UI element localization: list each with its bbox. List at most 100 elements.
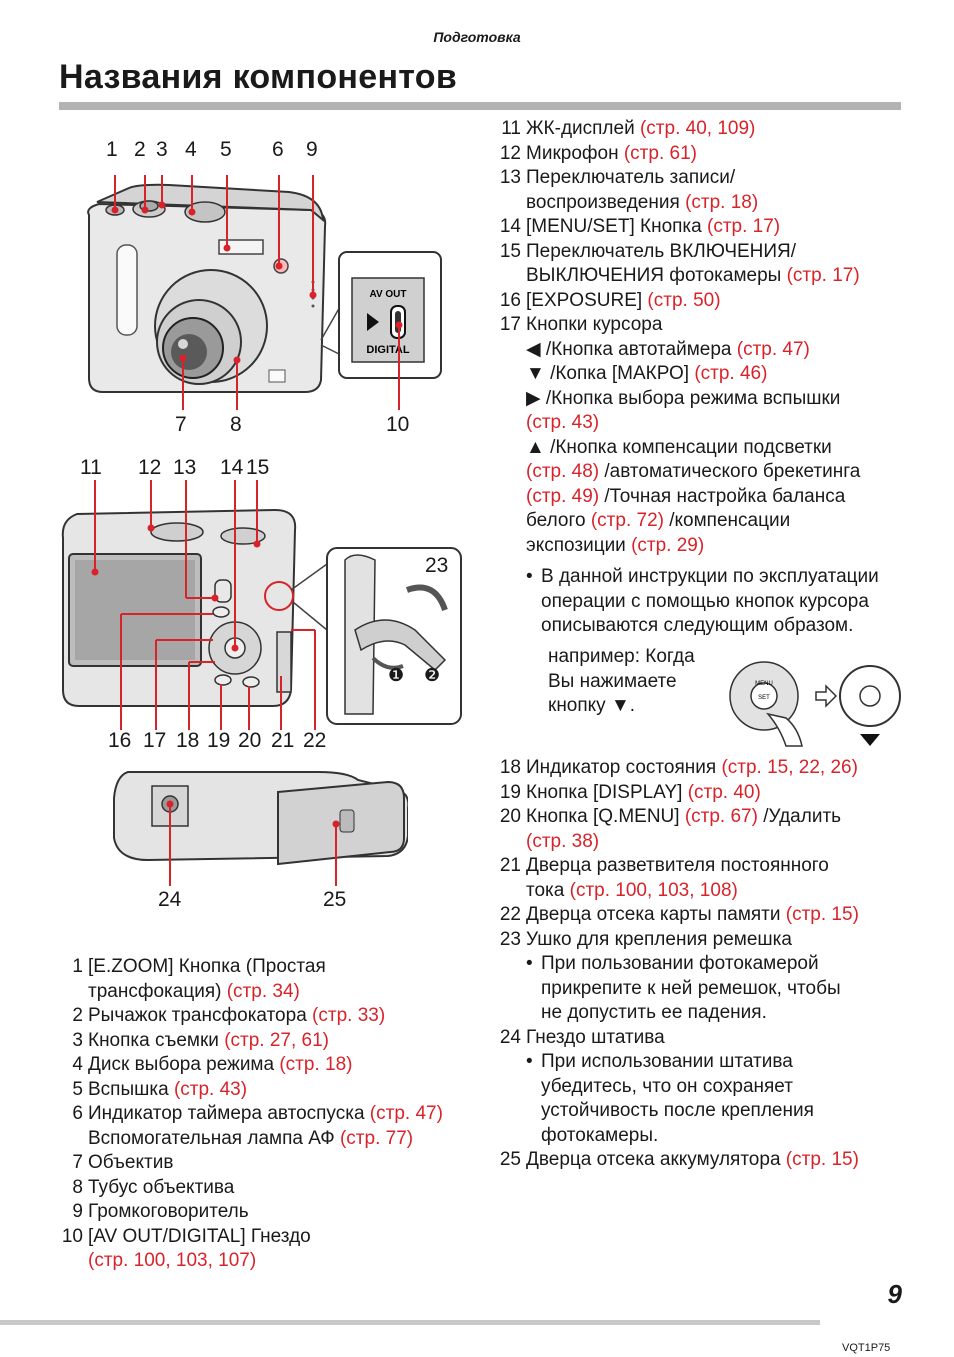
bullet-line: не допустить ее падения. — [497, 1001, 917, 1026]
cursor-note-line-1: В данной инструкции по эксплуатации — [541, 566, 879, 587]
callout-21: 21 — [271, 729, 295, 752]
callout-13: 13 — [173, 456, 197, 479]
bullet-icon: • — [526, 953, 533, 974]
item-number: 18 — [499, 757, 521, 778]
list-item-line: ▼ /Копка [МАКРО] (стр. 46) — [497, 362, 917, 387]
item-number: 8 — [72, 1176, 83, 1198]
finger-icon — [765, 712, 803, 747]
list-item: 14[MENU/SET] Кнопка (стр. 17) — [497, 215, 917, 240]
page-title: Названия компонентов — [59, 58, 458, 96]
page-reference: (стр. 61) — [623, 142, 697, 164]
page-reference: (стр. 46) — [694, 363, 768, 384]
item-text: Вспышка — [88, 1078, 174, 1100]
item-text: /Удалить — [757, 806, 842, 827]
callout-25: 25 — [323, 888, 347, 911]
list-item-line: ВЫКЛЮЧЕНИЯ фотокамеры (стр. 17) — [497, 264, 917, 289]
item-number: 22 — [499, 904, 521, 925]
item-text: Кнопки курсора — [526, 314, 663, 335]
callout-15: 15 — [246, 456, 270, 479]
bullet-text: устойчивость после крепления — [541, 1100, 814, 1121]
cursor-note-line-3: описываются следующим образом. — [541, 615, 854, 636]
item-text: [EXPOSURE] — [526, 289, 648, 311]
pad-set-text: SET — [758, 695, 770, 701]
page-reference: (стр. 43) — [526, 412, 600, 433]
bullet-line: •При использовании штатива — [497, 1050, 917, 1075]
item-text: воспроизведения — [526, 191, 686, 213]
page-reference: (стр. 40) — [687, 781, 761, 803]
list-item-line: ▲ /Кнопка компенсации подсветки — [497, 436, 917, 461]
mode-dial-back — [150, 522, 204, 542]
list-item-line: ◀ /Кнопка автотаймера (стр. 47) — [497, 338, 917, 363]
down-triangle-icon — [860, 734, 880, 746]
callout-20: 20 — [238, 729, 262, 752]
callout-10: 10 — [386, 413, 410, 436]
camera-back-figure — [61, 480, 462, 730]
camera-front-figure: AV OUT DIGITAL — [87, 175, 442, 410]
item-text: Кнопка [DISPLAY] — [526, 781, 688, 803]
callout-24: 24 — [158, 888, 182, 911]
strap-step-1: ❶ — [388, 665, 405, 685]
callout-9: 9 — [306, 138, 318, 161]
arrow-right-icon — [815, 684, 838, 708]
page-reference: (стр. 34) — [226, 980, 300, 1002]
item-text: Индикатор таймера автоспуска — [88, 1103, 370, 1124]
item-number: 7 — [72, 1152, 83, 1173]
item-number: 24 — [499, 1026, 521, 1048]
bullet-text: При пользовании фотокамерой — [541, 953, 819, 974]
bullet-icon: • — [526, 566, 533, 587]
item-text: /автоматического брекетинга — [599, 461, 861, 482]
item-text: ▼ /Копка [МАКРО] — [526, 363, 695, 384]
list-item-line: тока (стр. 100, 103, 108) — [497, 879, 917, 904]
item-text: /компенсации — [663, 510, 791, 531]
item-text: Диск выбора режима — [88, 1054, 280, 1075]
bullet-line: прикрепите к ней ремешок, чтобы — [497, 977, 917, 1002]
page-reference: (стр. 47) — [736, 338, 810, 360]
page-reference: (стр. 47) — [369, 1103, 443, 1124]
jack-label-top: AV OUT — [369, 289, 406, 300]
page-reference: (стр. 17) — [786, 265, 860, 286]
item-text: Тубус объектива — [88, 1176, 235, 1198]
callout-22: 22 — [303, 729, 327, 752]
list-item-line: (стр. 48) /автоматического брекетинга — [497, 460, 917, 485]
item-text: ЖК-дисплей — [526, 118, 640, 139]
callout-6: 6 — [272, 138, 284, 161]
bullet-line: фотокамеры. — [497, 1124, 917, 1149]
page-reference: (стр. 18) — [685, 191, 759, 213]
callout-7: 7 — [175, 413, 187, 436]
list-item-line: (стр. 43) — [497, 411, 917, 436]
list-item: 16[EXPOSURE] (стр. 50) — [497, 289, 917, 314]
callout-1: 1 — [106, 138, 118, 161]
item-text: Вспомогательная лампа АФ — [88, 1127, 340, 1149]
callout-4: 4 — [185, 138, 197, 161]
callout-3: 3 — [156, 138, 168, 161]
bullet-text: убедитесь, что он сохраняет — [541, 1075, 793, 1097]
mode-dial-shape — [184, 201, 226, 223]
item-text: ▲ /Кнопка компенсации подсветки — [526, 436, 832, 458]
example-line-2: Вы нажимаете — [548, 670, 677, 692]
item-number: 1 — [72, 956, 83, 977]
bullet-line: • При пользовании фотокамерой — [497, 952, 917, 977]
camera-grip — [116, 244, 138, 336]
list-item: 4 Диск выбора режима (стр. 18) — [59, 1053, 479, 1078]
item-number: 13 — [499, 167, 521, 188]
callout-8: 8 — [230, 413, 242, 436]
item-number: 4 — [72, 1054, 83, 1075]
